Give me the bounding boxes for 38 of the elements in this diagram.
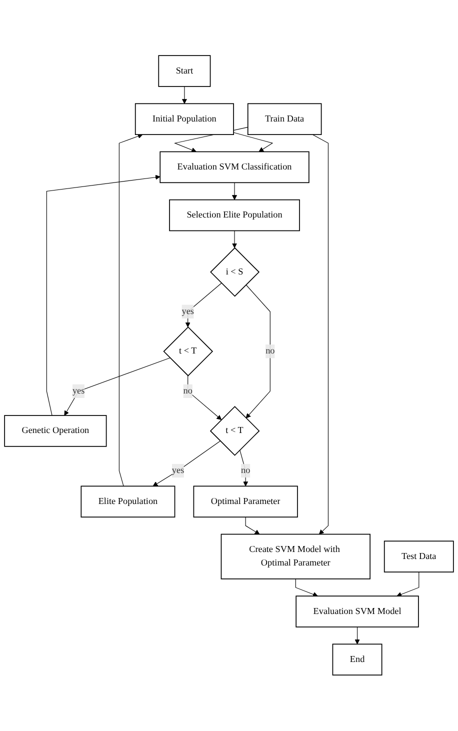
node-box: Genetic Operation (4, 415, 107, 448)
arrow (188, 376, 222, 420)
arrow (295, 578, 318, 597)
node-diamond: i < S (210, 247, 260, 297)
arrow (232, 182, 238, 200)
node-box: Optimal Parameter (193, 486, 298, 518)
arrow (64, 358, 170, 416)
node-box: Train Data (247, 103, 322, 136)
arrow (396, 572, 420, 597)
node-box: Selection Elite Population (169, 200, 300, 232)
node-box: Evaluation SVM Classification (160, 152, 310, 184)
arrow (152, 440, 221, 487)
edge-label: no (183, 386, 192, 396)
node-box: End (332, 644, 382, 676)
arrow (312, 134, 329, 535)
node-box: Elite Population (80, 486, 176, 518)
edge-label: no (241, 466, 250, 476)
node-box: Evaluation SVM Model (296, 596, 419, 628)
node-box: Create SVM Model with Optimal Parameter (220, 534, 370, 580)
node-diamond: t < T (163, 326, 214, 377)
arrow (245, 516, 260, 535)
arrow (246, 284, 270, 419)
arrow (232, 230, 238, 248)
node-box: Start (158, 55, 211, 88)
arrow (185, 283, 222, 328)
edge-label: yes (182, 306, 194, 316)
edge-label: yes (72, 386, 85, 396)
edge-label: yes (172, 466, 184, 476)
node-diamond: t < T (210, 406, 260, 456)
arrow (354, 626, 360, 645)
node-box: Initial Population (134, 103, 234, 136)
arrow (233, 132, 274, 152)
arrow (118, 134, 143, 487)
arrow (182, 86, 187, 104)
edge-label: no (266, 346, 275, 356)
node-box: Test Data (384, 540, 454, 573)
arrow (240, 450, 248, 487)
arrow (46, 174, 160, 416)
